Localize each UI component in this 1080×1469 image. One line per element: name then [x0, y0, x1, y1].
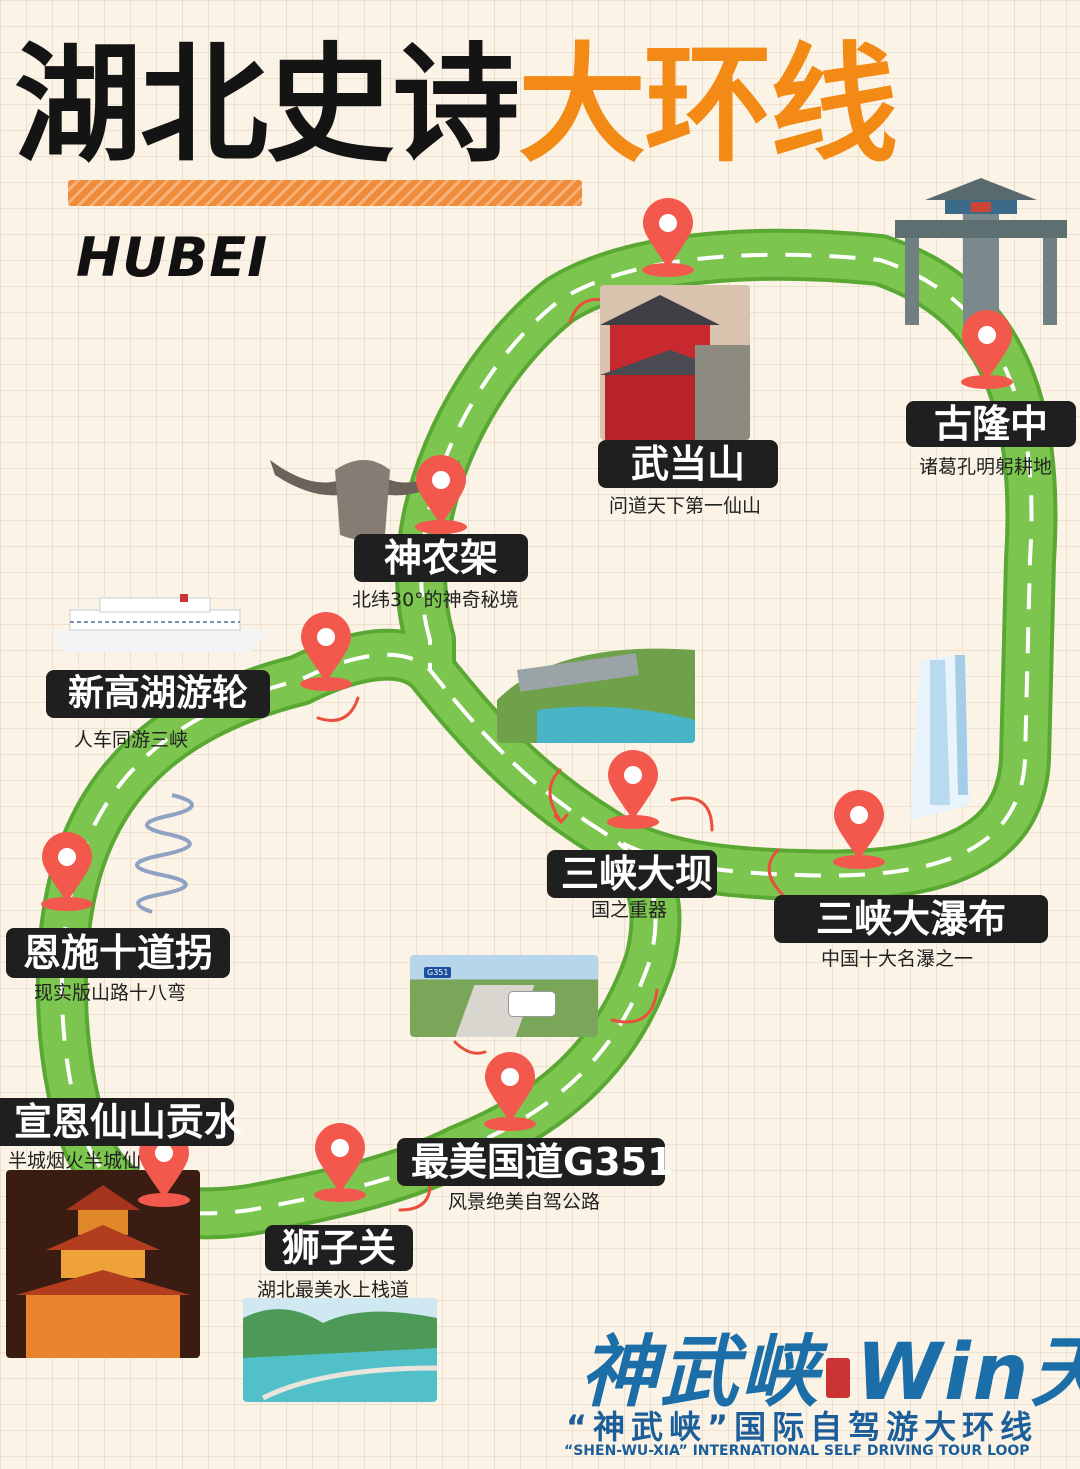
shennongjia-name[interactable]: 神农架	[354, 534, 528, 582]
shennongjia-desc: 北纬30°的神奇秘境	[352, 589, 519, 611]
sanxiadaba-desc: 国之重器	[591, 899, 668, 921]
xuanen-desc: 半城烟火半城仙	[8, 1150, 142, 1172]
footer-brand: 神武峡 Win天下	[580, 1310, 1080, 1422]
shiziguan-name[interactable]: 狮子关	[265, 1225, 413, 1271]
title-part1: 湖北史诗	[14, 31, 520, 180]
page-title: 湖北史诗大环线	[14, 42, 898, 170]
three-gorges-dam-illustration	[497, 648, 695, 743]
shennongjia-pin-icon[interactable]	[414, 455, 468, 535]
xingaohu-name[interactable]: 新高湖游轮	[46, 670, 270, 718]
brand-right: Win天下	[856, 1328, 1080, 1418]
gulongzhong-gate-illustration	[895, 178, 1067, 325]
shennongjia-statue-illustration	[270, 460, 460, 540]
shiziguan-lake-illustration	[243, 1298, 437, 1402]
cruise-ship-illustration	[50, 594, 270, 652]
xuanen-name[interactable]: 宣恩仙山贡水	[0, 1098, 242, 1146]
xingaohu-pin-icon[interactable]	[299, 612, 353, 692]
footer-slogan-cn: “神武峡”国际自驾游大环线	[566, 1408, 1039, 1446]
gulongzhong-desc: 诸葛孔明躬耕地	[919, 456, 1053, 478]
g351-road-sign: G351	[424, 967, 452, 978]
enshi-name[interactable]: 恩施十道拐	[6, 928, 230, 978]
xingaohu-desc: 人车同游三峡	[74, 729, 189, 751]
wudang-pin-icon[interactable]	[641, 198, 695, 278]
shiziguan-pin-icon[interactable]	[313, 1123, 367, 1203]
enshi-zigzag-road-illustration	[135, 793, 194, 914]
brand-left: 神武峡	[580, 1328, 821, 1418]
sanxiadaba-name[interactable]: 三峡大坝	[547, 850, 717, 898]
wudang-name[interactable]: 武当山	[598, 440, 778, 488]
gulongzhong-pin-icon[interactable]	[960, 310, 1014, 390]
footer-slogan-en: “SHEN-WU-XIA” INTERNATIONAL SELF DRIVING…	[564, 1443, 1030, 1459]
shiziguan-desc: 湖北最美水上栈道	[257, 1279, 410, 1301]
g351-name[interactable]: 最美国道G351	[397, 1138, 674, 1186]
title-part2: 大环线	[518, 31, 898, 180]
wudang-temple-illustration	[600, 285, 750, 440]
g351-desc: 风景绝美自驾公路	[448, 1191, 601, 1213]
subtitle-en: HUBEI	[76, 226, 269, 289]
wudang-desc: 问道天下第一仙山	[609, 495, 762, 517]
g351-pin-icon[interactable]	[483, 1052, 537, 1132]
g351-road-illustration: G351	[410, 955, 598, 1037]
enshi-pin-icon[interactable]	[40, 832, 94, 912]
sanxiapubu-pin-icon[interactable]	[832, 790, 886, 870]
title-underline	[68, 180, 582, 206]
brand-seal	[826, 1357, 851, 1398]
sanxiadaba-pin-icon[interactable]	[606, 750, 660, 830]
sanxiapubu-name[interactable]: 三峡大瀑布	[774, 895, 1048, 943]
waterfall-illustration	[910, 655, 970, 820]
sanxiapubu-desc: 中国十大名瀑之一	[821, 948, 974, 970]
gulongzhong-name[interactable]: 古隆中	[906, 401, 1076, 447]
enshi-desc: 现实版山路十八弯	[34, 982, 187, 1004]
